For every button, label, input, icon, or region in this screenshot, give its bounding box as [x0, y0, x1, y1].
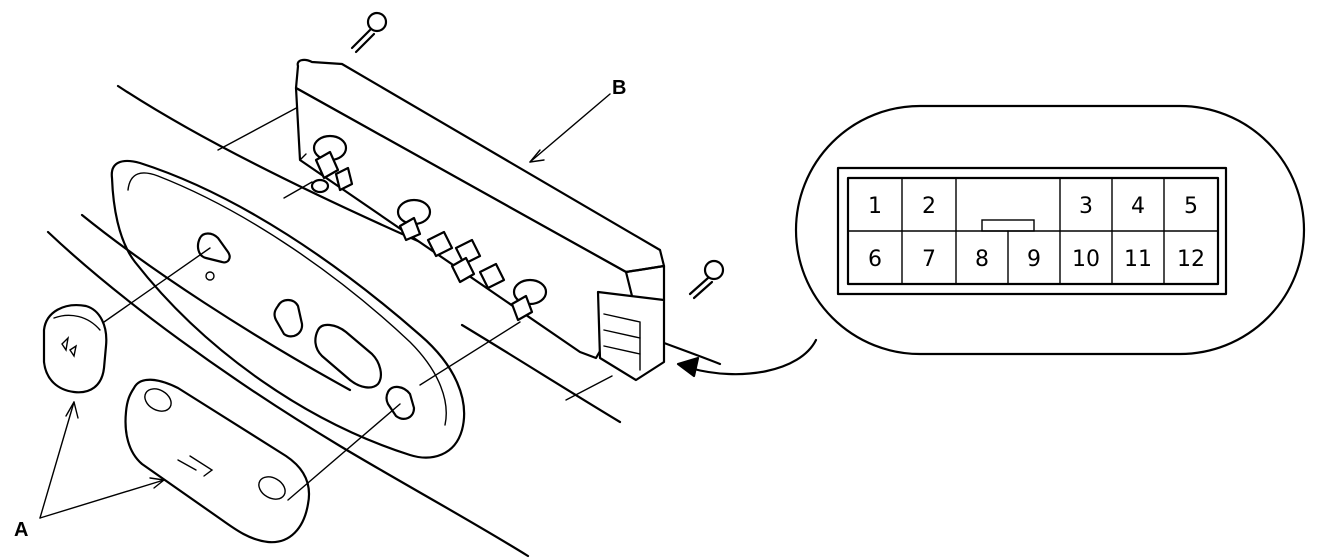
pin-label: 8 — [975, 247, 989, 272]
assembly-guide-lines — [103, 105, 613, 501]
pin-label: 10 — [1072, 247, 1100, 272]
pin-label: 4 — [1131, 194, 1145, 219]
screw-icon — [688, 259, 725, 300]
pin-label: 2 — [922, 194, 936, 219]
pin-label: 5 — [1184, 194, 1198, 219]
switch-bezel — [110, 159, 466, 459]
knob-a-upper — [42, 304, 108, 394]
connector-detail-view — [676, 104, 1306, 378]
callout-label-a: A — [14, 519, 28, 541]
pin-label: 6 — [868, 247, 882, 272]
pin-label: 9 — [1027, 247, 1041, 272]
pin-label: 1 — [868, 194, 882, 219]
pin-label: 12 — [1177, 247, 1205, 272]
pin-label: 11 — [1124, 247, 1152, 272]
screw-icon — [350, 11, 388, 54]
switch-buttons — [310, 134, 548, 322]
pin-label: 3 — [1079, 194, 1093, 219]
callout-leaders — [39, 93, 611, 519]
callout-label-b: B — [612, 77, 626, 99]
knob-a-lower — [124, 378, 311, 544]
connector-pin-numbers: 1 2 3 4 5 6 7 8 9 10 11 12 — [868, 194, 1205, 272]
pin-label: 7 — [922, 247, 936, 272]
switch-unit-b — [294, 58, 666, 382]
